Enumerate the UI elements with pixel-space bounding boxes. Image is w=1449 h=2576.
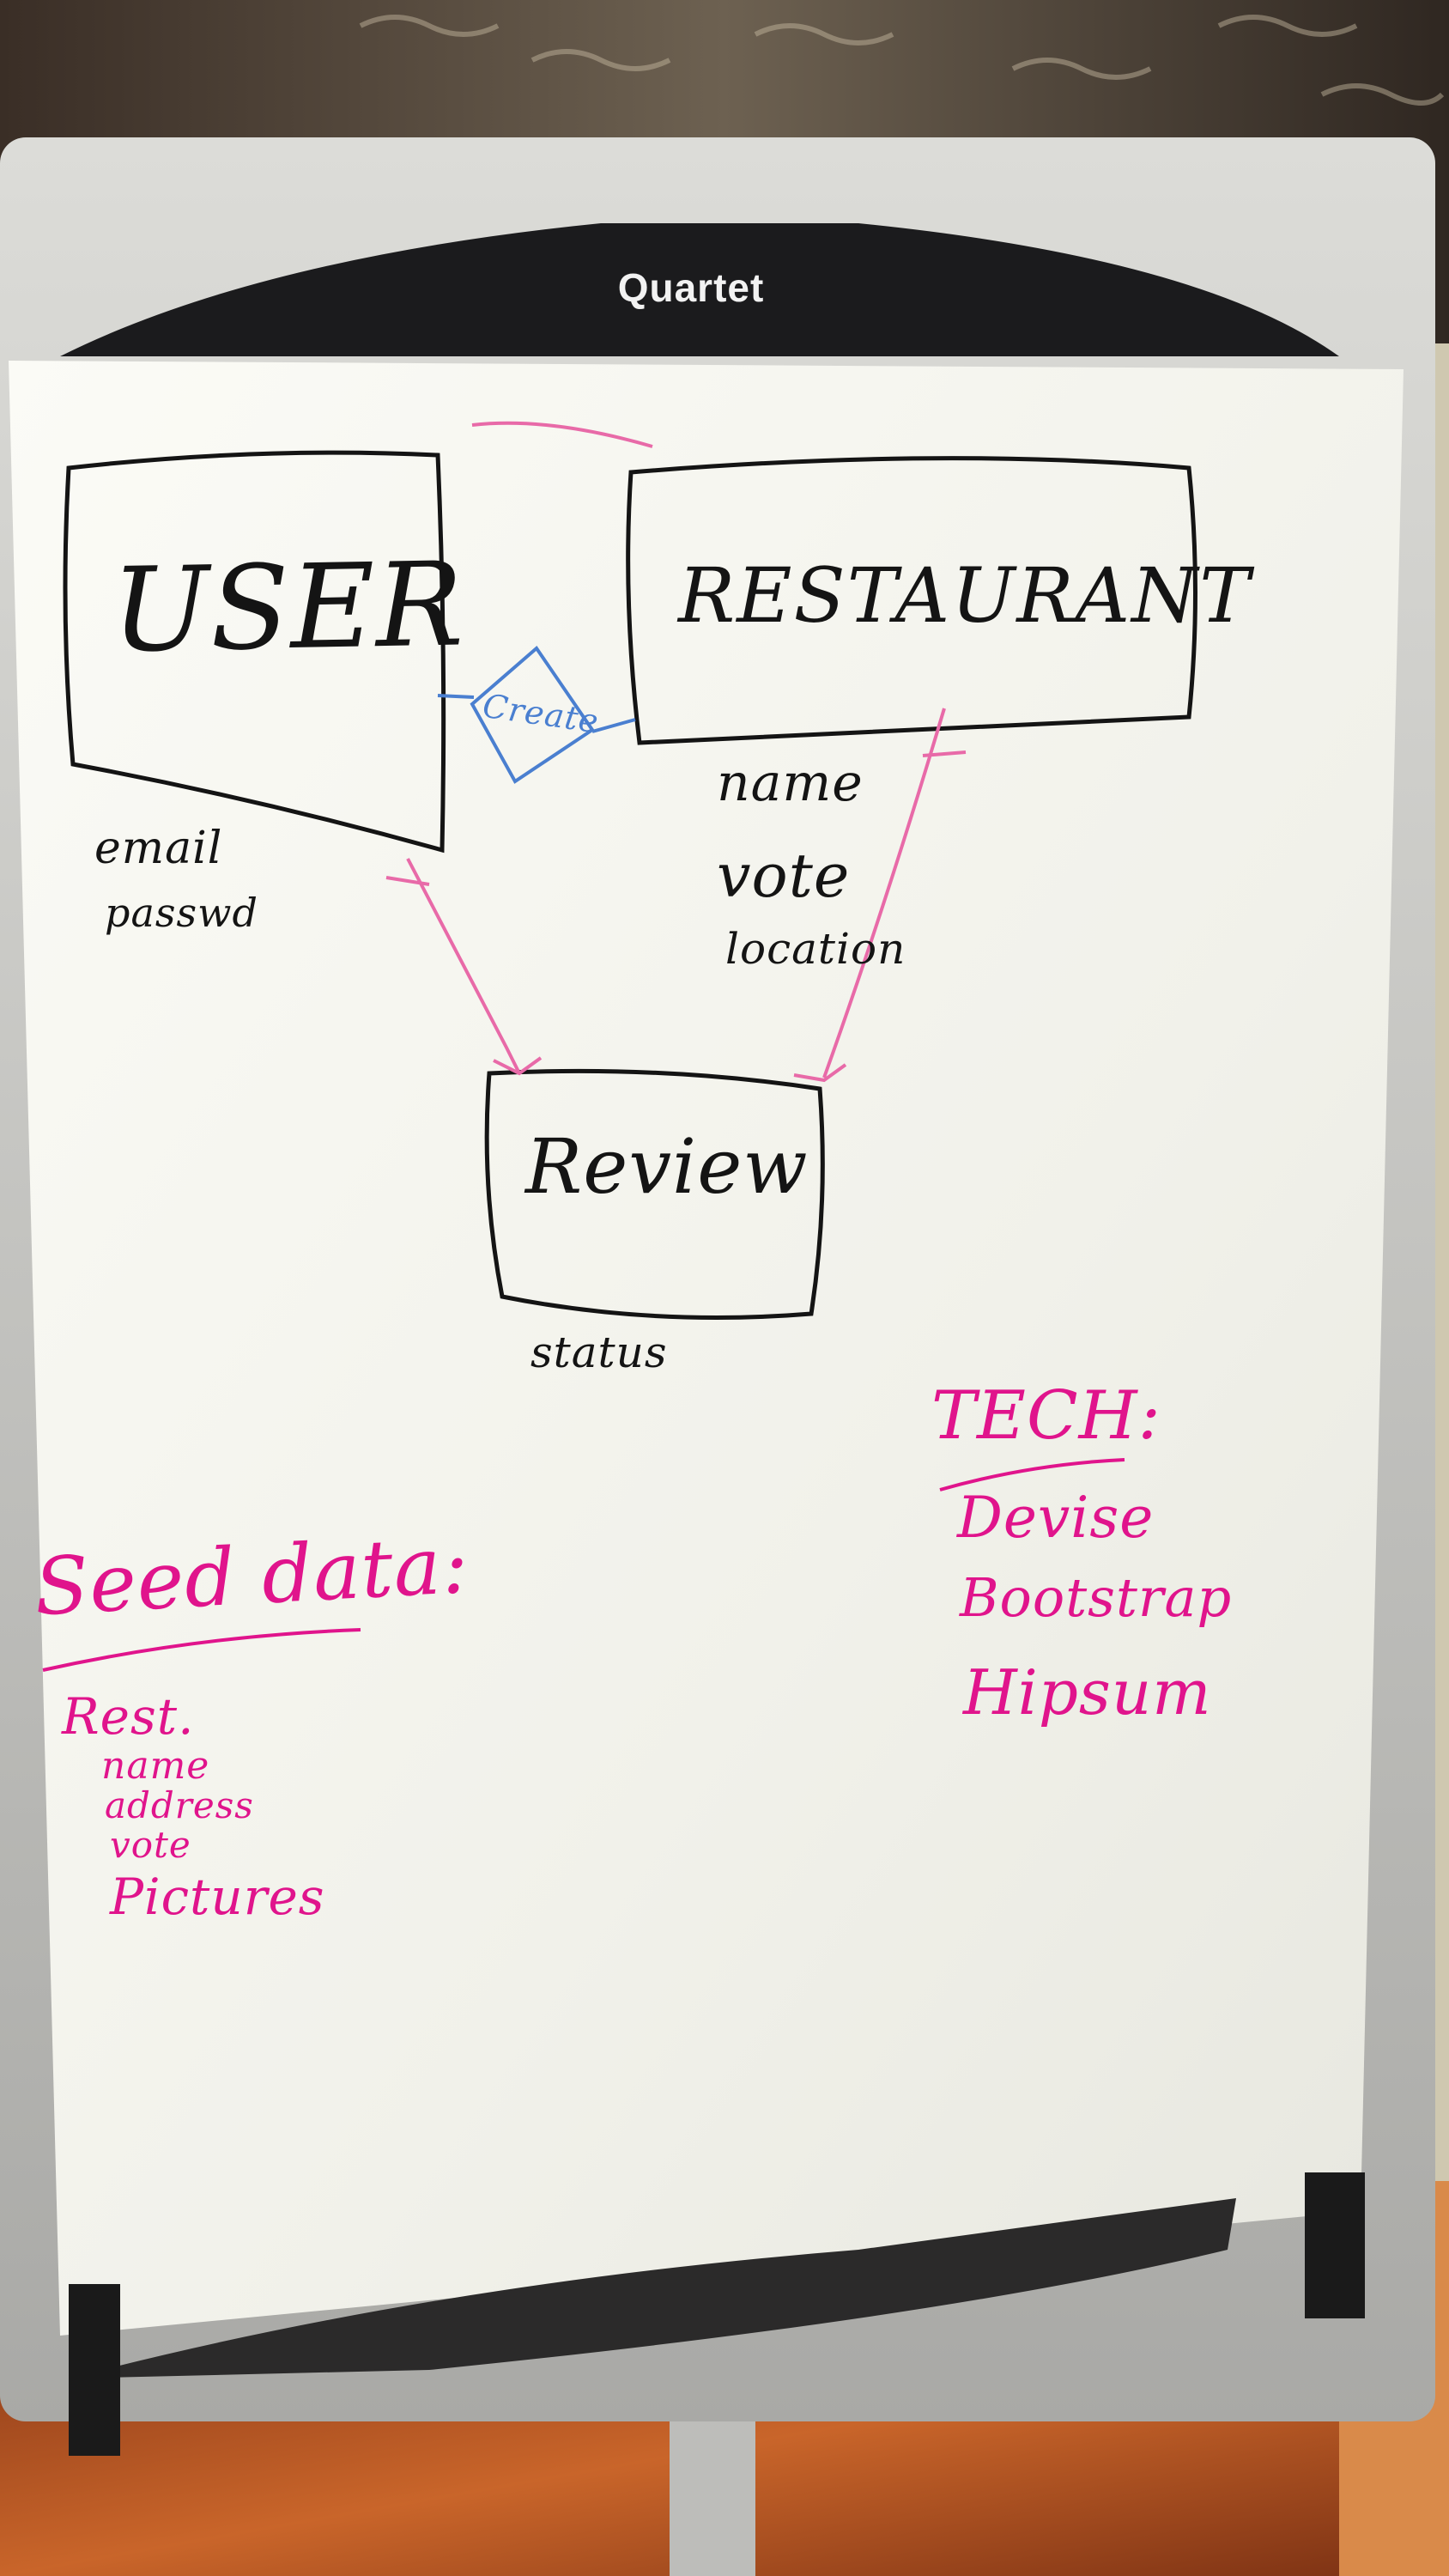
user-attribute-passwd: passwd	[105, 890, 258, 936]
user-entity-title: USER	[110, 537, 465, 678]
tech-item-devise: Devise	[957, 1485, 1155, 1551]
user-restaurant-top-connector	[471, 421, 653, 448]
tray-end-cap-right	[1305, 2172, 1365, 2318]
user-entity-box	[63, 450, 446, 854]
review-entity-title: Review	[525, 1122, 809, 1211]
top-header-bar	[60, 223, 1339, 356]
create-restaurant-connector	[591, 718, 636, 733]
seed-item-vote: vote	[110, 1824, 191, 1866]
brand-logo: Quartet	[617, 265, 765, 310]
seed-item-address: address	[105, 1784, 254, 1826]
restaurant-attribute-name: name	[717, 753, 864, 813]
review-entity-box	[484, 1068, 825, 1320]
tray-end-cap-left	[69, 2284, 120, 2456]
restaurant-attribute-location: location	[725, 924, 906, 974]
bottom-tray	[69, 2198, 1236, 2379]
restaurant-review-tick	[922, 750, 967, 757]
tech-heading: TECH:	[931, 1377, 1161, 1455]
restaurant-entity-box	[626, 456, 1197, 745]
restaurant-attribute-vote: vote	[717, 841, 851, 911]
seed-item-pictures: Pictures	[110, 1868, 325, 1926]
seed-data-underline	[42, 1628, 361, 1672]
user-create-connector	[437, 694, 475, 699]
tech-item-hipsum: Hipsum	[963, 1656, 1212, 1728]
user-attribute-email: email	[94, 823, 223, 874]
review-attribute-status: status	[530, 1327, 668, 1377]
seed-item-name: name	[101, 1744, 210, 1788]
restaurant-entity-title: RESTAURANT	[678, 551, 1252, 640]
tech-item-bootstrap: Bootstrap	[960, 1566, 1233, 1629]
user-review-crowsfoot	[493, 1056, 543, 1076]
seed-data-heading: Seed data:	[32, 1518, 472, 1634]
user-review-connector	[406, 858, 521, 1074]
user-review-tick	[385, 876, 430, 886]
restaurant-review-crowsfoot	[793, 1063, 847, 1083]
tech-underline	[939, 1458, 1125, 1492]
wallpaper-zebra-pattern	[359, 15, 1445, 106]
whiteboard-surface	[9, 361, 1404, 2336]
restaurant-review-connector	[822, 708, 946, 1078]
seed-item-rest: Rest.	[62, 1687, 195, 1746]
